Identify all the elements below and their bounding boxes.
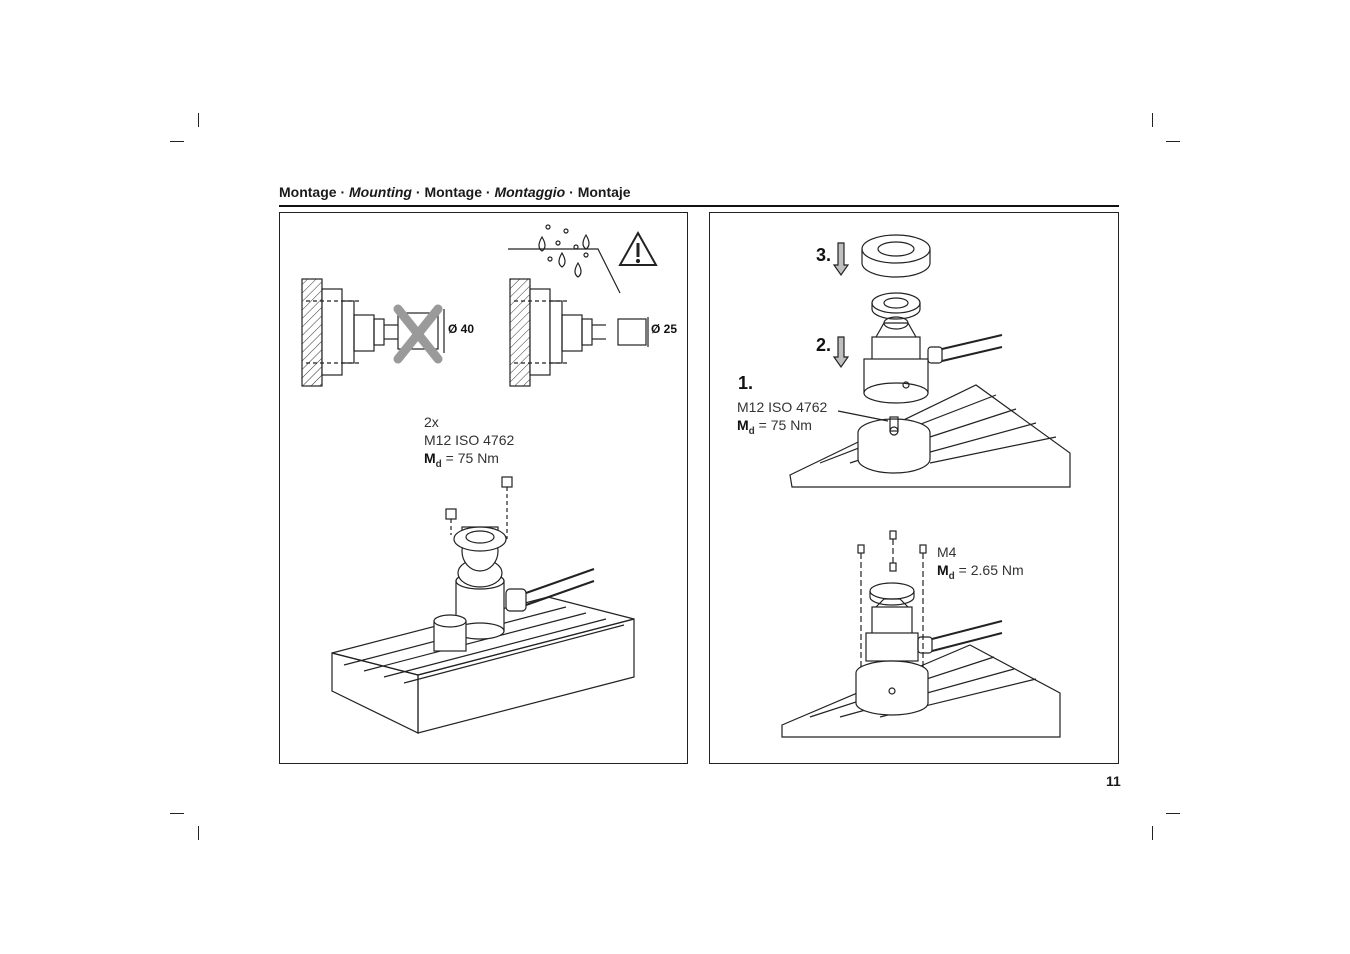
crop-mark bbox=[198, 826, 199, 840]
right-illustration-panel: 3. 2. 1. M12 ISO 4762 Md = 75 Nm M4 Md =… bbox=[709, 212, 1119, 764]
diameter-label-good: Ø 25 bbox=[651, 322, 678, 336]
clamping-ring bbox=[861, 234, 931, 278]
header-montage-de: Montage bbox=[279, 184, 337, 200]
machine-table bbox=[331, 596, 635, 734]
coolant-drops-icon bbox=[538, 224, 590, 278]
warning-triangle-icon bbox=[618, 230, 658, 266]
torque-value: = 75 Nm bbox=[441, 450, 499, 466]
header-separator: · bbox=[565, 184, 578, 200]
arrow-down-icon bbox=[832, 336, 850, 369]
step-1-label: 1. bbox=[738, 373, 754, 393]
screw-icon bbox=[445, 476, 513, 539]
header-montaje-es: Montaje bbox=[577, 184, 631, 200]
cross-mark-icon bbox=[393, 304, 443, 364]
header-separator: · bbox=[412, 184, 425, 200]
screw-icon bbox=[857, 530, 927, 683]
screw-spec-block: 2x M12 ISO 4762 Md = 75 Nm bbox=[424, 413, 514, 474]
torque-subscript: d bbox=[948, 570, 955, 582]
torque-symbol: M bbox=[937, 562, 949, 578]
torque-value: = 2.65 Nm bbox=[954, 562, 1024, 578]
header-montage-fr: Montage bbox=[424, 184, 483, 200]
screw-spec: M12 ISO 4762 bbox=[737, 399, 828, 415]
screw-spec: M4 bbox=[937, 544, 957, 560]
header-rule bbox=[279, 205, 1119, 207]
torque-spec: Md = 75 Nm bbox=[424, 449, 514, 474]
crop-mark bbox=[1152, 113, 1153, 127]
header-mounting-en: Mounting bbox=[349, 184, 412, 200]
spindle-correct-diagram bbox=[508, 248, 649, 387]
crop-mark bbox=[1166, 141, 1180, 142]
diameter-label-bad: Ø 40 bbox=[448, 322, 475, 336]
step-3-label: 3. bbox=[816, 245, 832, 265]
page-header: Montage · Mounting · Montage · Montaggio… bbox=[279, 184, 631, 200]
header-separator: · bbox=[336, 184, 350, 200]
page-number: 11 bbox=[1106, 773, 1121, 789]
torque-spec: Md = 2.65 Nm bbox=[937, 561, 1024, 586]
toolsetter-device bbox=[433, 526, 595, 652]
base-plate bbox=[837, 410, 931, 474]
crop-mark bbox=[1152, 826, 1153, 840]
torque-spec: Md = 75 Nm bbox=[737, 416, 827, 441]
spindle-wrong-diagram bbox=[301, 278, 445, 387]
crop-mark bbox=[170, 141, 184, 142]
header-separator: · bbox=[482, 184, 495, 200]
step-2-label: 2. bbox=[816, 335, 832, 355]
arrow-down-icon bbox=[832, 242, 850, 277]
torque-value: = 75 Nm bbox=[754, 417, 812, 433]
torque-symbol: M bbox=[424, 450, 436, 466]
crop-mark bbox=[170, 813, 184, 814]
toolsetter-top bbox=[863, 316, 1003, 404]
cover-disc bbox=[871, 292, 921, 320]
torque-subscript: d bbox=[748, 425, 755, 437]
torque-subscript: d bbox=[435, 458, 442, 470]
screw-spec-block: M12 ISO 4762 Md = 75 Nm bbox=[737, 398, 827, 441]
toolsetter-assembled bbox=[855, 582, 1003, 716]
crop-mark bbox=[198, 113, 199, 127]
screw-count: 2x bbox=[424, 414, 439, 430]
crop-mark bbox=[1166, 813, 1180, 814]
right-illustration bbox=[781, 234, 1071, 738]
screw-spec: M12 ISO 4762 bbox=[424, 432, 515, 448]
header-montaggio-it: Montaggio bbox=[494, 184, 566, 200]
torque-symbol: M bbox=[737, 417, 749, 433]
screw-spec-block-m4: M4 Md = 2.65 Nm bbox=[937, 543, 1024, 586]
left-illustration bbox=[301, 224, 658, 734]
left-illustration-panel: Ø 40 Ø 25 2x M12 ISO 4762 Md = 75 Nm bbox=[279, 212, 688, 764]
